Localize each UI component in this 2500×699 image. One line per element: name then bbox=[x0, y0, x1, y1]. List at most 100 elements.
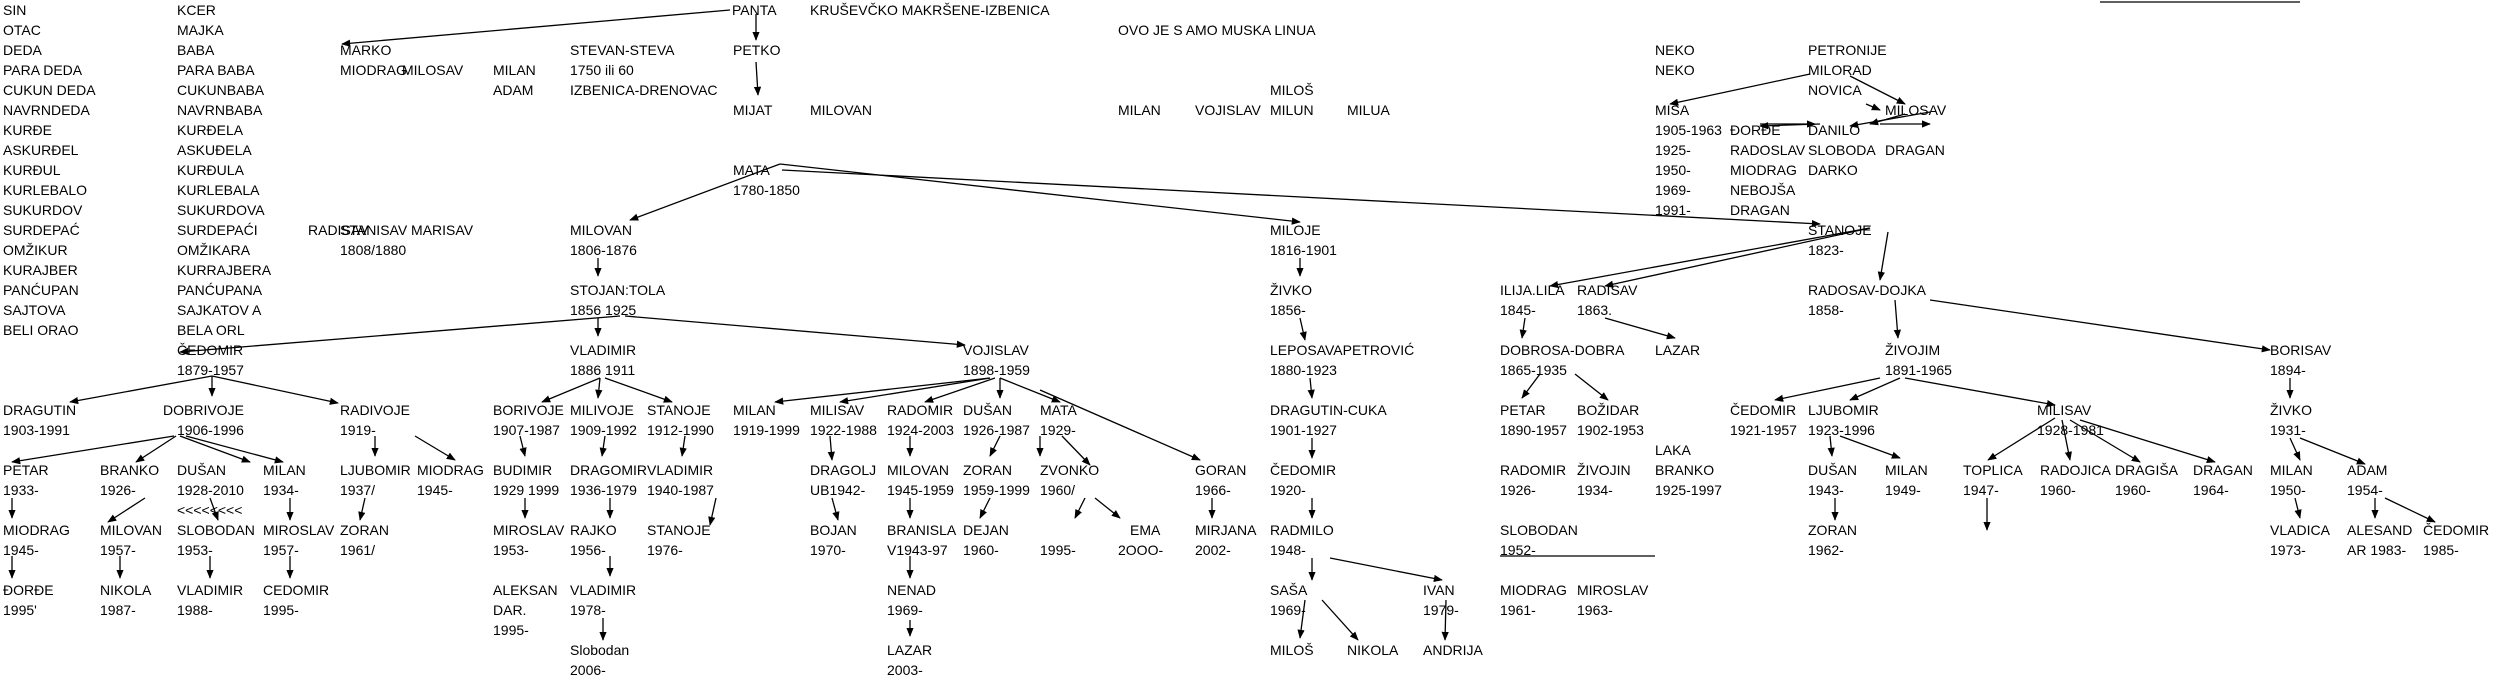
person-label-g7: ASKURĐEL bbox=[3, 142, 79, 158]
person-label-stevan: STEVAN-STEVA bbox=[570, 42, 675, 58]
person-label-dobrivoje: DOBRIVOJE bbox=[163, 402, 244, 418]
person-label-dragan3_d: 1964- bbox=[2193, 482, 2229, 498]
person-label-cedomir3_d: 1920- bbox=[1270, 482, 1306, 498]
person-label-zivojin_d: 1934- bbox=[1577, 482, 1613, 498]
connector-arrow-88 bbox=[1827, 435, 1835, 457]
person-label-panta: PANTA bbox=[732, 2, 777, 18]
connector-arrow-99 bbox=[2294, 497, 2302, 519]
person-label-milan4: MILAN bbox=[1885, 462, 1928, 478]
person-label-petar1_d: 1933- bbox=[3, 482, 39, 498]
connector-arrow-74 bbox=[1574, 373, 1609, 401]
connector-arrow-71 bbox=[1519, 317, 1527, 339]
person-label-f6: KURĐELA bbox=[177, 122, 244, 138]
person-label-radmilo: RADMILO bbox=[1270, 522, 1334, 538]
person-label-petar2_d: 1890-1957 bbox=[1500, 422, 1567, 438]
person-label-milan2_d: 1934- bbox=[263, 482, 299, 498]
person-label-mata2_d: 1929- bbox=[1040, 422, 1076, 438]
connector-arrow-68 bbox=[1549, 227, 1871, 289]
person-label-milan_top: MILAN bbox=[1118, 102, 1161, 118]
person-label-miodrag1: MIODRAG bbox=[340, 62, 407, 78]
person-label-zoran2_d: 1959-1999 bbox=[963, 482, 1030, 498]
person-label-borivoje_d: 1907-1987 bbox=[493, 422, 560, 438]
person-label-neko1: NEKO bbox=[1655, 42, 1695, 58]
person-label-budimir_d: 1929 1999 bbox=[493, 482, 560, 498]
person-label-miroslav1: MIROSLAV bbox=[263, 522, 335, 538]
connector-arrow-5 bbox=[781, 169, 1821, 228]
person-label-stojan_d: 1856 1925 bbox=[570, 302, 637, 318]
person-label-adam1: ADAM bbox=[493, 82, 534, 98]
person-label-f1: MAJKA bbox=[177, 22, 224, 38]
person-label-lazar1: LAZAR bbox=[887, 642, 933, 658]
person-label-dusan2_d: 1926-1987 bbox=[963, 422, 1030, 438]
person-label-g14: PANĆUPAN bbox=[3, 282, 79, 298]
person-label-zivko1_d: 1856- bbox=[1270, 302, 1306, 318]
person-label-zvonko_d: 1960/ bbox=[1040, 482, 1076, 498]
person-label-ilija: ILIJA.LILA bbox=[1500, 282, 1565, 298]
person-label-f10: SUKURDOVA bbox=[177, 202, 265, 218]
person-label-dragutin_d: 1903-1991 bbox=[3, 422, 70, 438]
person-label-milan5_d: 1950- bbox=[2270, 482, 2306, 498]
person-label-dusan3_d: 1943- bbox=[1808, 482, 1844, 498]
person-label-ema: EMA bbox=[1130, 522, 1161, 538]
person-label-milovan4_d: 1945-1959 bbox=[887, 482, 954, 498]
person-label-branko1: BRANKO bbox=[100, 462, 160, 478]
person-label-miroslav3: MIROSLAV bbox=[1577, 582, 1649, 598]
person-label-miloje_d: 1816-1901 bbox=[1270, 242, 1337, 258]
person-label-marko: MARKO bbox=[340, 42, 392, 58]
person-label-vladimir4: VLADIMIR bbox=[570, 582, 637, 598]
person-label-cedomir4: ČEDOMIR bbox=[1730, 402, 1797, 418]
connector-arrow-19 bbox=[209, 497, 219, 521]
person-label-miroslav2_d: 1953- bbox=[493, 542, 529, 558]
person-label-mata: MATA bbox=[733, 162, 770, 178]
person-label-f2: BABA bbox=[177, 42, 215, 58]
person-label-miodrag3_d: 1945- bbox=[3, 542, 39, 558]
person-label-miodrag5_d: 1961- bbox=[1500, 602, 1536, 618]
person-label-miodrag4: MIODRAG bbox=[1730, 162, 1797, 178]
person-label-stanisav: STANISAV MARISAV bbox=[340, 222, 474, 238]
person-label-zvonko: ZVONKO bbox=[1040, 462, 1100, 478]
person-label-novica: NOVICA bbox=[1808, 82, 1862, 98]
person-label-cedomir4_d: 1921-1957 bbox=[1730, 422, 1797, 438]
connector-arrow-8 bbox=[179, 315, 621, 355]
person-label-cedomir2: CEDOMIR bbox=[263, 582, 330, 598]
person-label-g4: CUKUN DEDA bbox=[3, 82, 96, 98]
person-label-goran1_d: 1966- bbox=[1195, 482, 1231, 498]
person-label-miodrag3: MIODRAG bbox=[3, 522, 70, 538]
person-label-milan5: MILAN bbox=[2270, 462, 2313, 478]
person-label-toplica: TOPLICA bbox=[1963, 462, 2023, 478]
person-label-mirjana_d: 2002- bbox=[1195, 542, 1231, 558]
person-label-aleksandar_d2: 1995- bbox=[493, 622, 529, 638]
person-label-sasa_d: 1969- bbox=[1270, 602, 1306, 618]
person-label-milorad: MILORAD bbox=[1808, 62, 1872, 78]
person-label-zoran1_d: 1961/ bbox=[340, 542, 376, 558]
connector-arrow-91 bbox=[2061, 419, 2072, 461]
person-label-vojislav: VOJISLAV bbox=[963, 342, 1029, 358]
person-label-milun: MILUN bbox=[1270, 102, 1314, 118]
person-label-milan3_d: 1919-1999 bbox=[733, 422, 800, 438]
person-label-radomir1: RADOMIR bbox=[887, 402, 954, 418]
connector-arrow-84 bbox=[1893, 299, 1901, 339]
person-label-zivko2_d: 1931- bbox=[2270, 422, 2306, 438]
connector-arrow-85 bbox=[1774, 377, 1881, 402]
connector-arrow-67 bbox=[1441, 599, 1449, 641]
connector-arrow-36 bbox=[708, 497, 717, 526]
person-label-slobodan1: SLOBODAN bbox=[177, 522, 255, 538]
person-label-mata2: MATA bbox=[1040, 402, 1077, 418]
person-label-g11: SURDEPAĆ bbox=[3, 222, 80, 238]
connector-arrow-28 bbox=[541, 377, 601, 403]
person-label-ovo: OVO JE S AMO MUSKA LINUA bbox=[1118, 22, 1316, 38]
connector-arrow-64 bbox=[1329, 557, 1443, 582]
person-label-miodrag5: MIODRAG bbox=[1500, 582, 1567, 598]
person-label-radisav2_d: 1863. bbox=[1577, 302, 1613, 318]
person-label-dragutin2: DRAGUTIN-CUKA bbox=[1270, 402, 1387, 418]
person-label-radojica: RADOJICA bbox=[2040, 462, 2111, 478]
person-label-dragolj_d: UB1942- bbox=[810, 482, 866, 498]
person-label-toplica_d: 1947- bbox=[1963, 482, 1999, 498]
person-label-lazar1_d: 2003- bbox=[887, 662, 923, 678]
person-label-stevan_d: 1750 ili 60 bbox=[570, 62, 634, 78]
person-label-ivan: IVAN bbox=[1423, 582, 1455, 598]
person-label-branko1_d: 1926- bbox=[100, 482, 136, 498]
person-label-miloje: MILOJE bbox=[1270, 222, 1321, 238]
person-label-misa_d: 1905-1963 bbox=[1655, 122, 1722, 138]
